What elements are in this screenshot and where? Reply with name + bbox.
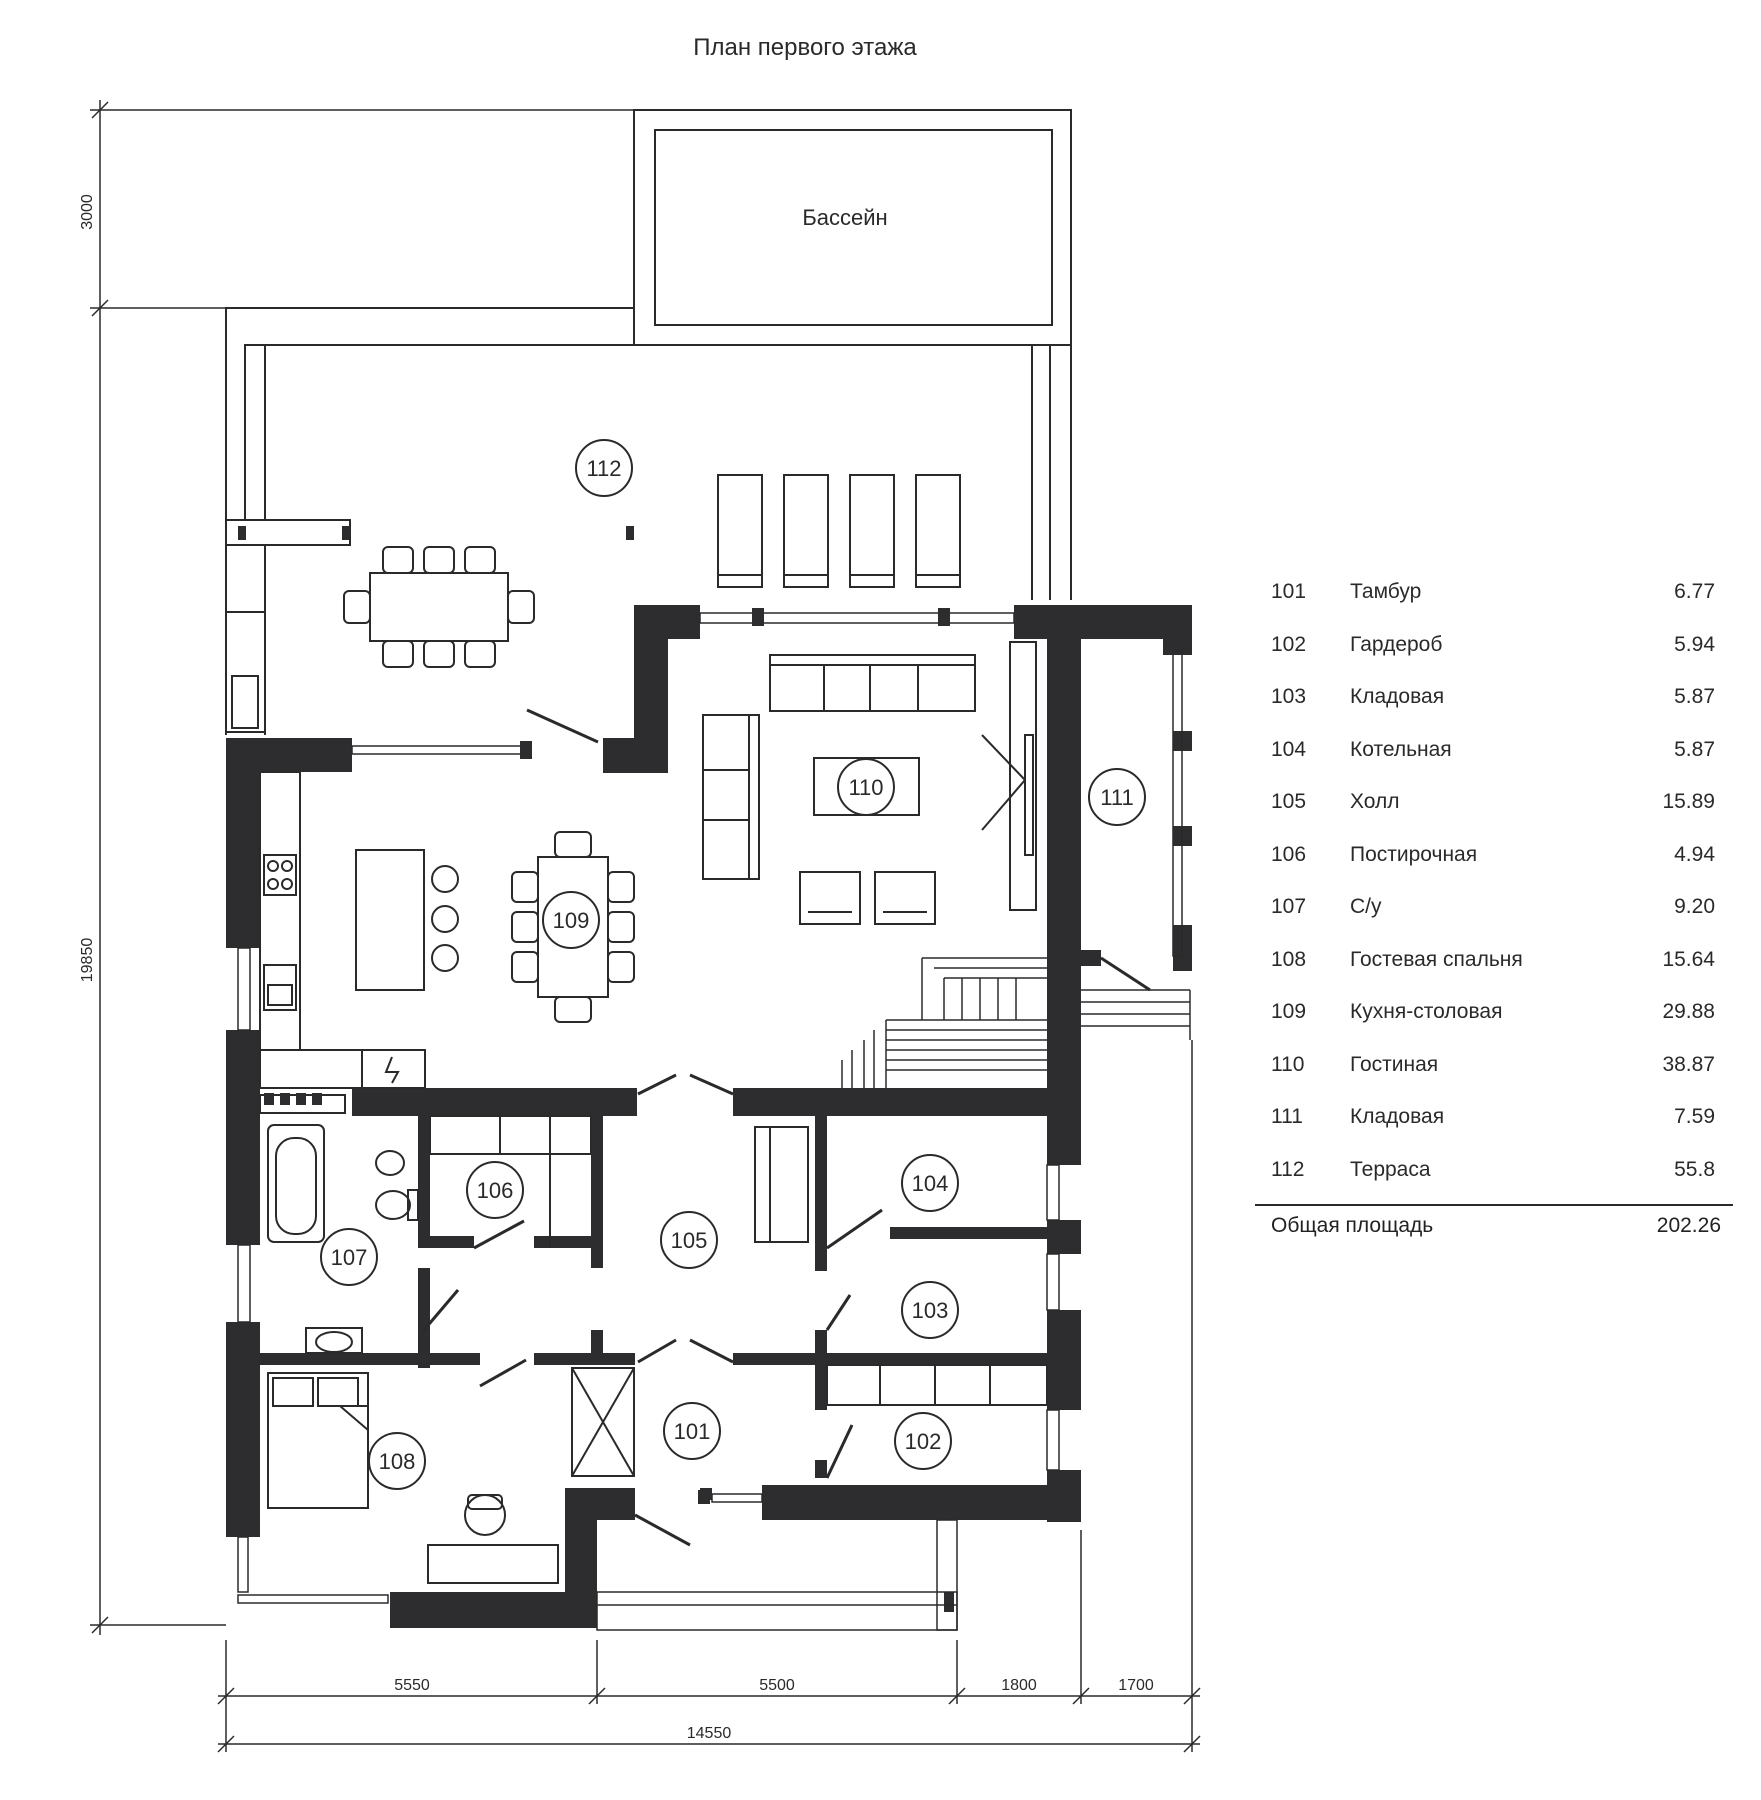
room-area: 55.8 — [1674, 1157, 1715, 1181]
schedule-row: 105 Холл 15.89 — [1255, 790, 1755, 843]
terrace-dining-table — [343, 546, 535, 668]
dimension-lines — [90, 100, 1201, 1753]
door-swings — [422, 708, 1151, 1547]
bedroom-furniture — [267, 1372, 559, 1584]
room-number: 110 — [1271, 1052, 1305, 1076]
living-room-furniture — [702, 641, 1037, 925]
interior-walls — [260, 1116, 1047, 1612]
room-marker-108: 108 — [379, 1449, 416, 1474]
room-area: 7.59 — [1674, 1105, 1715, 1128]
room-name: Котельная — [1350, 737, 1452, 761]
room-name: Кухня-столовая — [1350, 1000, 1503, 1023]
pool-label: Бассейн — [802, 205, 887, 230]
dim-bottom-2: 5500 — [759, 1677, 795, 1694]
room-marker-102: 102 — [905, 1429, 942, 1454]
sun-loungers — [717, 474, 961, 588]
kitchen-furniture — [259, 771, 635, 1089]
schedule-row: 112 Терраса 55.8 — [1255, 1158, 1755, 1211]
room-number: 106 — [1271, 842, 1307, 866]
room-number: 111 — [1271, 1105, 1303, 1128]
room-name: Гостиная — [1350, 1052, 1439, 1076]
utility-boxes — [264, 1093, 1026, 1105]
room-area: 5.87 — [1674, 685, 1715, 708]
room-marker-103: 103 — [912, 1298, 949, 1323]
room-marker-labels: 112 110 111 109 106 104 105 107 103 101 … — [331, 456, 1134, 1474]
room-marker-101: 101 — [674, 1419, 711, 1444]
room-marker-107: 107 — [331, 1245, 368, 1270]
room-area: 29.88 — [1662, 1000, 1715, 1023]
dimension-labels: 3000 19850 5550 5500 1800 1700 14550 — [79, 194, 1154, 1742]
room-number: 108 — [1271, 947, 1307, 971]
pool — [633, 109, 1072, 346]
schedule-row: 103 Кладовая 5.87 — [1255, 685, 1755, 738]
room-area: 4.94 — [1674, 842, 1715, 866]
room-number: 101 — [1271, 580, 1307, 603]
room-number: 103 — [1271, 685, 1307, 708]
room-number: 105 — [1271, 790, 1307, 813]
room-marker-111: 111 — [1100, 785, 1133, 810]
window-frames — [520, 608, 950, 1504]
terrace-posts — [238, 526, 634, 540]
room-markers — [320, 439, 1146, 1490]
schedule-row: 111 Кладовая 7.59 — [1255, 1105, 1755, 1158]
terrace-outline — [225, 307, 1072, 735]
room-marker-112: 112 — [586, 456, 621, 481]
schedule-total-row: Общая площадь 202.26 — [1255, 1214, 1755, 1254]
room-name: Гостевая спальня — [1350, 947, 1523, 971]
dim-bottom-1: 5550 — [394, 1677, 430, 1694]
room-area: 15.64 — [1662, 947, 1715, 971]
schedule-row: 101 Тамбур 6.77 — [1255, 580, 1755, 633]
exterior-walls — [226, 605, 1192, 1628]
bathroom-fixtures — [259, 1094, 419, 1354]
room-area: 15.89 — [1662, 790, 1715, 813]
schedule-row: 107 С/у 9.20 — [1255, 895, 1755, 948]
room-area: 38.87 — [1662, 1052, 1715, 1076]
dim-left-main: 19850 — [79, 938, 96, 983]
room-name: Тамбур — [1350, 580, 1422, 603]
total-label: Общая площадь — [1271, 1214, 1434, 1237]
schedule-row: 102 Гардероб 5.94 — [1255, 633, 1755, 686]
room-area: 5.87 — [1674, 737, 1715, 761]
room-name: Постирочная — [1350, 842, 1478, 866]
room-name: Кладовая — [1350, 1105, 1445, 1128]
total-area: 202.26 — [1656, 1214, 1721, 1237]
room-number: 102 — [1271, 632, 1307, 656]
staircase — [841, 957, 1191, 1088]
room-name: Гардероб — [1350, 632, 1443, 656]
room-name: Терраса — [1350, 1157, 1431, 1181]
laundry-cabinets — [429, 1115, 1048, 1477]
schedule-row: 110 Гостиная 38.87 — [1255, 1053, 1755, 1106]
dim-bottom-3: 1800 — [1001, 1677, 1037, 1694]
schedule-row: 104 Котельная 5.87 — [1255, 738, 1755, 791]
room-number: 112 — [1271, 1157, 1305, 1181]
room-name: С/у — [1350, 895, 1382, 918]
dim-left-top: 3000 — [79, 194, 96, 230]
schedule-row: 106 Постирочная 4.94 — [1255, 843, 1755, 896]
room-area: 6.77 — [1674, 580, 1715, 603]
dim-bottom-4: 1700 — [1118, 1677, 1154, 1694]
room-marker-105: 105 — [671, 1228, 708, 1253]
room-number: 109 — [1271, 1000, 1307, 1023]
room-marker-106: 106 — [477, 1178, 514, 1203]
dim-bottom-total: 14550 — [687, 1725, 732, 1742]
room-area: 5.94 — [1674, 632, 1715, 656]
room-number: 104 — [1271, 737, 1307, 761]
room-area: 9.20 — [1674, 895, 1715, 918]
room-name: Холл — [1350, 790, 1400, 813]
room-marker-109: 109 — [553, 908, 590, 933]
room-name: Кладовая — [1350, 685, 1445, 708]
room-marker-104: 104 — [912, 1171, 949, 1196]
room-number: 107 — [1271, 895, 1307, 918]
schedule-divider — [1255, 1204, 1733, 1206]
schedule-row: 109 Кухня-столовая 29.88 — [1255, 1000, 1755, 1053]
room-marker-110: 110 — [848, 775, 883, 800]
plan-title: План первого этажа — [693, 34, 917, 61]
schedule-row: 108 Гостевая спальня 15.64 — [1255, 948, 1755, 1001]
